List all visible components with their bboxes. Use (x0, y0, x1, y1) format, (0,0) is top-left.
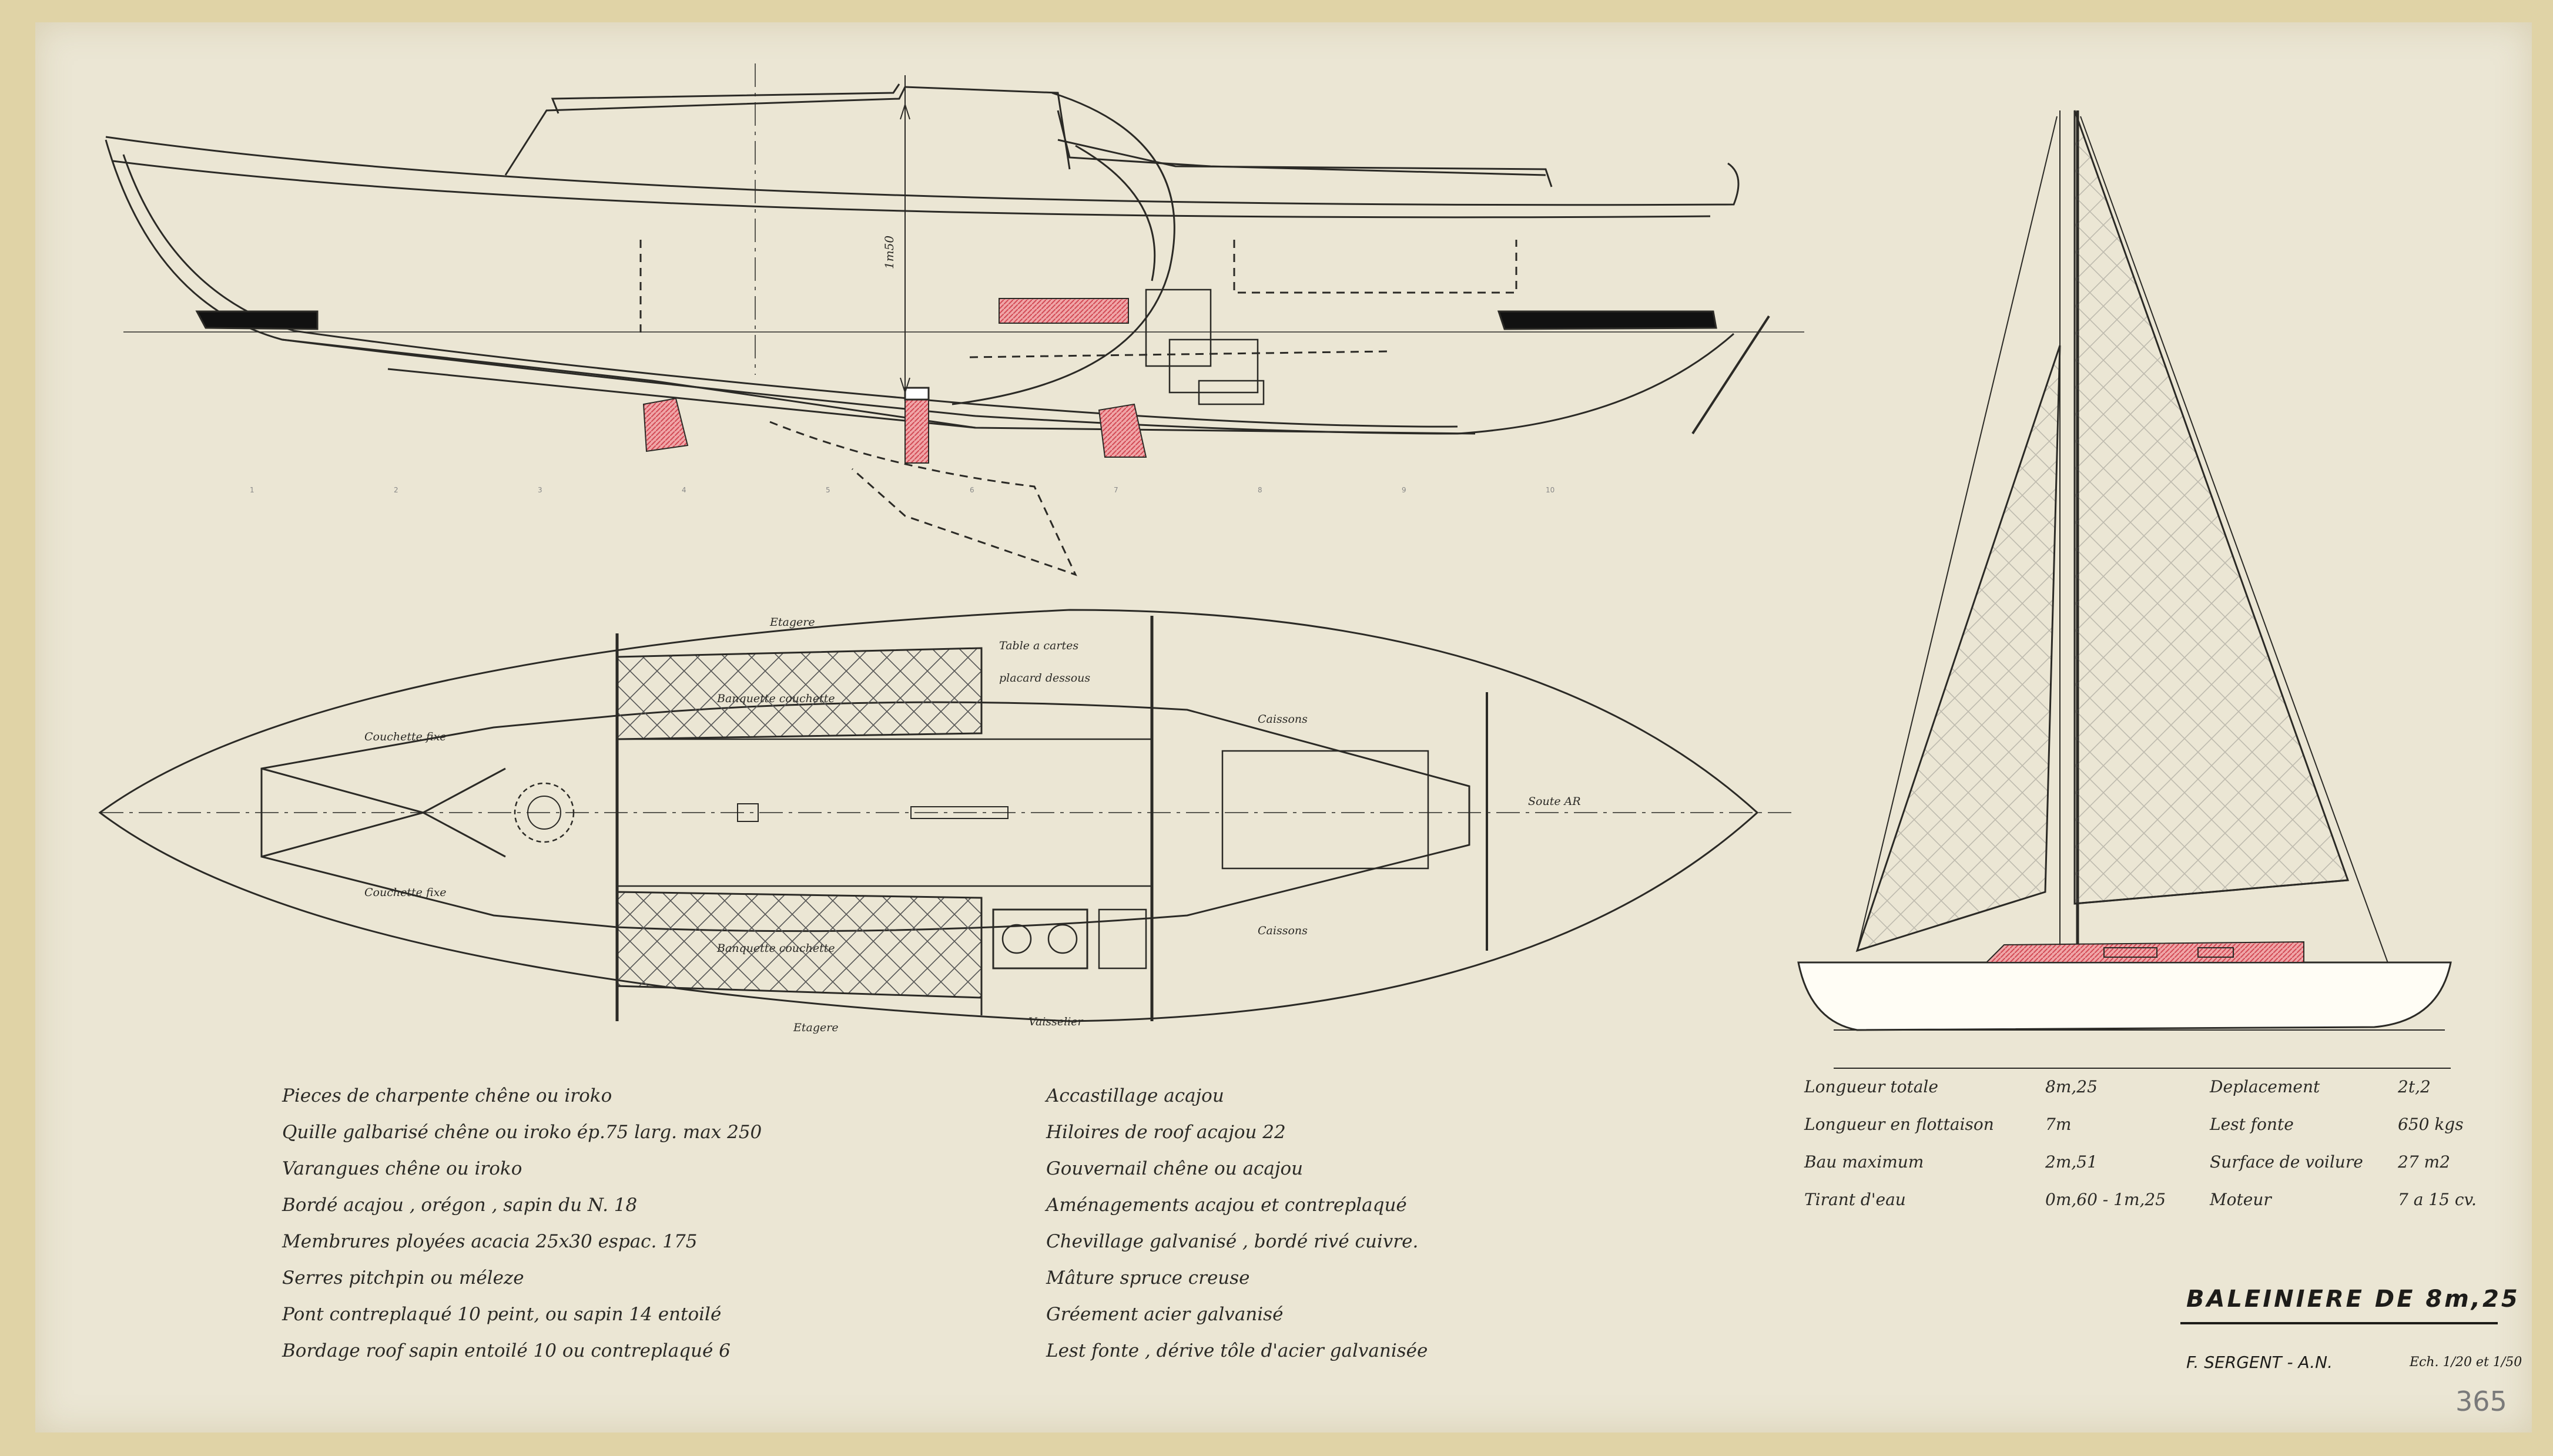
stat-label: Lest fonte (2210, 1115, 2294, 1134)
spec-line: Pont contreplaqué 10 peint, ou sapin 14 … (282, 1304, 722, 1325)
station-number: 4 (682, 486, 686, 494)
station-numbers: 1 2 3 4 5 6 7 8 9 10 (250, 486, 1554, 494)
title-underline (2180, 1322, 2498, 1324)
stat-value: 7m (2045, 1115, 2072, 1134)
label-banquette-top: Banquette couchette (717, 692, 835, 705)
spec-line: Bordé acajou , orégon , sapin du N. 18 (282, 1195, 638, 1216)
label-couchette-fixe-top: Couchette fixe (364, 730, 447, 743)
stat-label: Longueur en flottaison (1804, 1115, 1994, 1134)
stat-value: 2t,2 (2398, 1077, 2431, 1096)
spec-line: Lest fonte , dérive tôle d'acier galvani… (1046, 1340, 1428, 1361)
spec-line: Bordage roof sapin entoilé 10 ou contrep… (282, 1340, 731, 1361)
label-banquette-bottom: Banquette couchette (717, 942, 835, 955)
label-caissons-bottom: Caissons (1258, 924, 1308, 937)
station-number: 2 (394, 486, 398, 494)
label-etagere-top: Etagere (770, 616, 815, 629)
spec-line: Hiloires de roof acajou 22 (1046, 1122, 1286, 1143)
stat-value: 27 m2 (2398, 1152, 2450, 1172)
label-etagere-bottom: Etagere (793, 1021, 839, 1034)
station-number: 7 (1114, 486, 1118, 494)
stat-label: Longueur totale (1804, 1077, 1938, 1096)
dimension-label: 1m50 (882, 236, 896, 269)
plan-view (98, 609, 1793, 1022)
spec-line: Chevillage galvanisé , bordé rivé cuivre… (1046, 1231, 1419, 1252)
station-number: 10 (1546, 486, 1554, 494)
spec-line: Gouvernail chêne ou acajou (1046, 1158, 1304, 1179)
label-soute-ar: Soute AR (1528, 795, 1581, 808)
stat-label: Moteur (2210, 1190, 2271, 1209)
spec-line: Accastillage acajou (1046, 1085, 1224, 1106)
stat-label: Bau maximum (1804, 1152, 1924, 1172)
author: F. SERGENT - A.N. (2186, 1353, 2333, 1372)
spec-line: Aménagements acajou et contreplaqué (1046, 1195, 1407, 1216)
spec-line: Serres pitchpin ou méleze (282, 1267, 524, 1289)
sail-plan (1797, 110, 2452, 1069)
spec-line: Varangues chêne ou iroko (282, 1158, 522, 1179)
spec-line: Quille galbarisé chêne ou iroko ép.75 la… (282, 1122, 762, 1143)
stat-value: 650 kgs (2398, 1115, 2464, 1134)
stat-label: Deplacement (2210, 1077, 2320, 1096)
spec-line: Pieces de charpente chêne ou iroko (282, 1085, 612, 1106)
stat-value: 2m,51 (2045, 1152, 2098, 1172)
label-couchette-fixe-bottom: Couchette fixe (364, 886, 447, 899)
label-vaisselier: Vaisselier (1028, 1015, 1083, 1028)
drawing-title: BALEINIERE DE 8m,25 (2186, 1286, 2520, 1313)
stat-label: Tirant d'eau (1804, 1190, 1906, 1209)
drawing-sheet: 1m50 1 2 3 4 5 6 7 8 9 10 (35, 22, 2532, 1432)
label-placard-dessous: placard dessous (999, 672, 1091, 685)
station-number: 1 (250, 486, 254, 494)
spec-line: Mâture spruce creuse (1046, 1267, 1250, 1289)
label-table-a-cartes: Table a cartes (999, 639, 1079, 652)
stat-label: Surface de voilure (2210, 1152, 2363, 1172)
station-number: 5 (826, 486, 830, 494)
station-number: 9 (1402, 486, 1406, 494)
stat-value: 7 a 15 cv. (2398, 1190, 2477, 1209)
stat-value: 8m,25 (2045, 1077, 2098, 1096)
spec-line: Gréement acier galvanisé (1046, 1304, 1284, 1325)
scale-note: Ech. 1/20 et 1/50 (2410, 1355, 2522, 1370)
spec-line: Membrures ployées acacia 25x30 espac. 17… (282, 1231, 698, 1252)
technical-drawing: 1m50 1 2 3 4 5 6 7 8 9 10 (98, 63, 2452, 1069)
profile-view (105, 63, 1804, 576)
sheet-stamp: 365 (2455, 1385, 2507, 1417)
stat-value: 0m,60 - 1m,25 (2045, 1190, 2166, 1209)
station-number: 6 (970, 486, 974, 494)
label-caissons-top: Caissons (1258, 713, 1308, 726)
station-number: 3 (538, 486, 542, 494)
station-number: 8 (1258, 486, 1262, 494)
